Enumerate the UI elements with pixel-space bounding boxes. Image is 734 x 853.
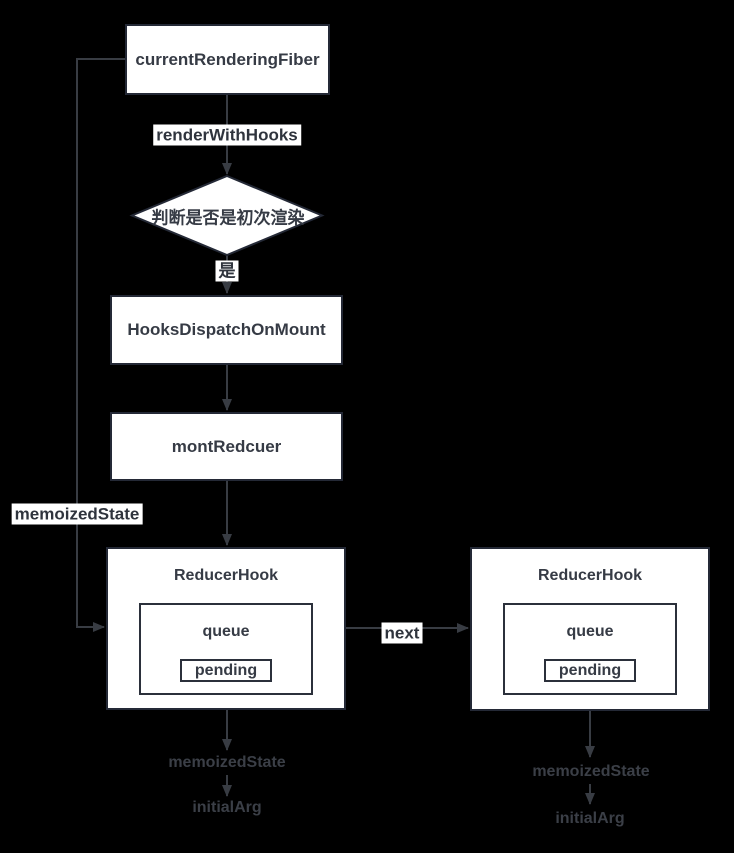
label-initial-arg-right: initialArg xyxy=(555,810,625,827)
node-reducer-hook-right: ReducerHook queue pending xyxy=(470,547,710,711)
reducer-hook-left-queue-box: queue pending xyxy=(139,603,313,695)
node-mont-redcuer: montRedcuer xyxy=(110,412,343,481)
node-reducer-hook-left: ReducerHook queue pending xyxy=(106,547,346,710)
reducer-hook-right-pending-box: pending xyxy=(544,659,636,682)
label-initial-arg-left: initialArg xyxy=(192,799,262,816)
label-memoized-state-right: memoizedState xyxy=(532,763,650,780)
edge-label-next: next xyxy=(381,622,423,644)
reducer-hook-left-title: ReducerHook xyxy=(173,567,279,584)
edge-fiber-memoizedstate-to-hookleft xyxy=(76,58,125,632)
decision-diamond-label: 判断是否是初次渲染 xyxy=(151,208,305,228)
reducer-hook-right-queue-label: queue xyxy=(566,623,614,640)
edge-label-memoized-state: memoizedState xyxy=(11,503,143,525)
edge-label-render-with-hooks: renderWithHooks xyxy=(153,124,301,146)
label-memoized-state-left: memoizedState xyxy=(168,754,286,771)
reducer-hook-right-title: ReducerHook xyxy=(537,567,643,584)
node-current-rendering-fiber: currentRenderingFiber xyxy=(125,24,330,95)
reducer-hook-right-queue-box: queue pending xyxy=(503,603,677,695)
decision-diamond-shape xyxy=(129,174,325,257)
node-hooks-dispatch-on-mount: HooksDispatchOnMount xyxy=(110,295,343,365)
reducer-hook-left-queue-label: queue xyxy=(202,623,250,640)
reducer-hook-left-pending-box: pending xyxy=(180,659,272,682)
edge-label-yes: 是 xyxy=(215,260,239,282)
